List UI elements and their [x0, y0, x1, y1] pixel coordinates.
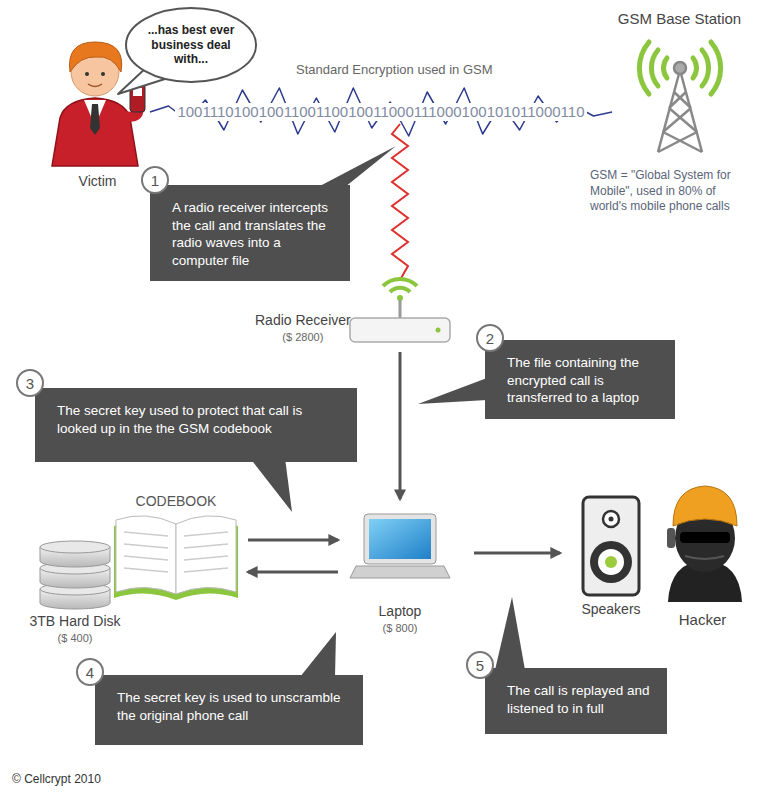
text-group: The file containing the encrypted call i…	[507, 354, 661, 407]
callout-box: The file containing the encrypted call i…	[485, 340, 675, 419]
speech-bubble: ...has best ever business deal with...	[124, 6, 258, 84]
text-group: Speakers	[581, 601, 640, 619]
text-group: Victim	[79, 173, 117, 191]
page-lines	[124, 532, 228, 572]
price-text: ($ 400)	[29, 631, 120, 645]
intercept-line	[392, 124, 408, 280]
text-group: The secret key used to protect that call…	[57, 402, 343, 450]
node-text: The secret key is used to unscramble the…	[117, 689, 349, 724]
node-text: Victim	[79, 173, 117, 191]
arrow-connector	[248, 571, 338, 574]
speakers	[583, 497, 639, 595]
callout-number: 4	[76, 658, 104, 686]
text-group: Laptop($ 800)	[379, 603, 422, 635]
node-text: Radio Receiver	[255, 312, 351, 330]
radio-link	[150, 88, 612, 136]
text-group: Hacker	[679, 611, 727, 630]
price-text: ($ 800)	[379, 621, 422, 635]
callout-number: 5	[466, 651, 494, 679]
receiver-node: Radio Receiver($ 2800)	[245, 250, 455, 350]
radio-receiver	[350, 279, 450, 342]
base-station-node: GSM Base Station	[612, 10, 747, 158]
callout-box: A radio receiver intercepts the call and…	[150, 185, 350, 281]
callout-number: 1	[141, 166, 169, 194]
text-group: Radio Receiver($ 2800)	[255, 312, 351, 344]
node-text: Speakers	[581, 601, 640, 619]
hard-disk-node: 3TB Hard Disk($ 400)	[22, 540, 128, 645]
laptop	[350, 514, 450, 578]
arrow-connector	[399, 352, 402, 499]
edge-label: 1001110100100110011001001100011100010010…	[175, 103, 586, 121]
callout-box: The call is replayed and listened to in …	[485, 668, 667, 734]
arrow-connector	[474, 552, 560, 555]
codebook-node: CODEBOOK	[112, 493, 240, 605]
speakers-node: Speakers	[568, 488, 654, 618]
node-text: The file containing the encrypted call i…	[507, 354, 661, 407]
node-text: ...has best ever business deal with...	[145, 23, 237, 66]
hacker	[667, 486, 742, 602]
link-caption: Standard Encryption used in GSM	[296, 62, 493, 77]
node-text: The call is replayed and listened to in …	[507, 682, 653, 717]
text-group: The secret key is used to unscramble the…	[117, 689, 349, 733]
node-text: CODEBOOK	[136, 493, 217, 511]
text-group: 3TB Hard Disk($ 400)	[29, 613, 120, 645]
text-group: GSM Base Station	[618, 10, 741, 29]
text-group: The call is replayed and listened to in …	[507, 682, 653, 722]
node-text: The secret key used to protect that call…	[57, 402, 343, 437]
text-group: A radio receiver intercepts the call and…	[172, 199, 336, 269]
node-text: A radio receiver intercepts the call and…	[172, 199, 336, 269]
price-text: ($ 2800)	[255, 330, 351, 344]
callout-number: 3	[16, 369, 44, 397]
bubble-shape	[126, 8, 256, 82]
arrow-connector	[248, 539, 338, 542]
hard-disk	[40, 541, 110, 609]
node-text: Laptop	[379, 603, 422, 621]
note-text: GSM = "Global System for Mobile", used i…	[590, 168, 753, 215]
text-group: ...has best ever business deal with...	[145, 23, 237, 66]
node-text: Hacker	[679, 611, 727, 630]
copyright: © Cellcrypt 2010	[12, 772, 101, 786]
text-group: CODEBOOK	[136, 493, 217, 511]
node-text: 3TB Hard Disk	[29, 613, 120, 631]
node-text: GSM Base Station	[618, 10, 741, 29]
hacker-node: Hacker	[655, 478, 750, 630]
radio-waves	[639, 42, 720, 94]
callout-box: The secret key used to protect that call…	[35, 388, 357, 462]
callout-number: 2	[476, 324, 504, 352]
codebook	[114, 516, 238, 600]
callout-box: The secret key is used to unscramble the…	[95, 675, 363, 745]
laptop-node: Laptop($ 800)	[348, 505, 452, 635]
victim-node: Victim	[45, 90, 150, 190]
